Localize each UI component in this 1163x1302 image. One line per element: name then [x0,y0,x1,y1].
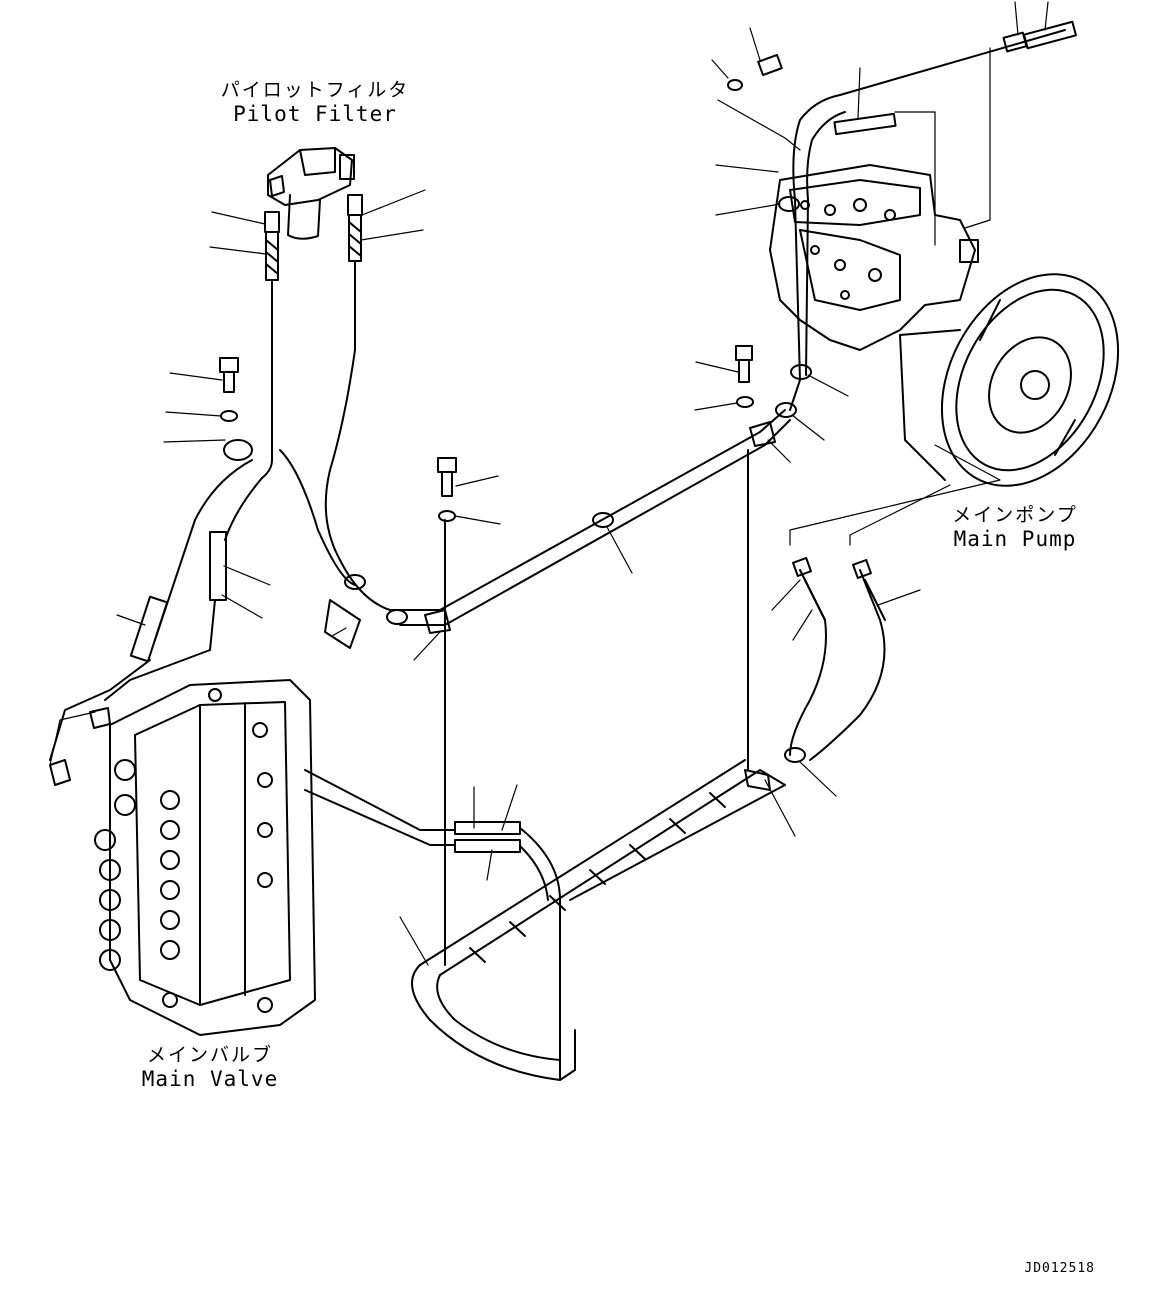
pilot-filter-label-jp: パイロットフィルタ [220,79,410,101]
main-valve-body [49,679,316,1036]
pilot-filter-label: パイロットフィルタ Pilot Filter [220,79,410,126]
pilot-filter-assembly [267,147,355,240]
main-valve-label-en: Main Valve [141,1066,279,1091]
leader-lines [49,1,1049,966]
main-pump-body [769,164,1120,487]
pilot-filter-label-en: Pilot Filter [233,101,397,126]
main-pump-label-jp: メインポンプ [952,504,1078,526]
main-pump-label-en: Main Pump [953,526,1077,551]
main-pump-label: メインポンプ Main Pump [945,504,1085,551]
pilot-filter-fittings [264,194,363,281]
main-valve-label: メインバルブ Main Valve [135,1044,285,1091]
bolts-and-washers [219,54,783,522]
main-valve-label-jp: メインバルブ [146,1044,273,1066]
drawing-number: JD012518 [1024,1261,1095,1276]
pipe-clamps [223,196,812,791]
hydraulic-lines [49,20,1077,1081]
